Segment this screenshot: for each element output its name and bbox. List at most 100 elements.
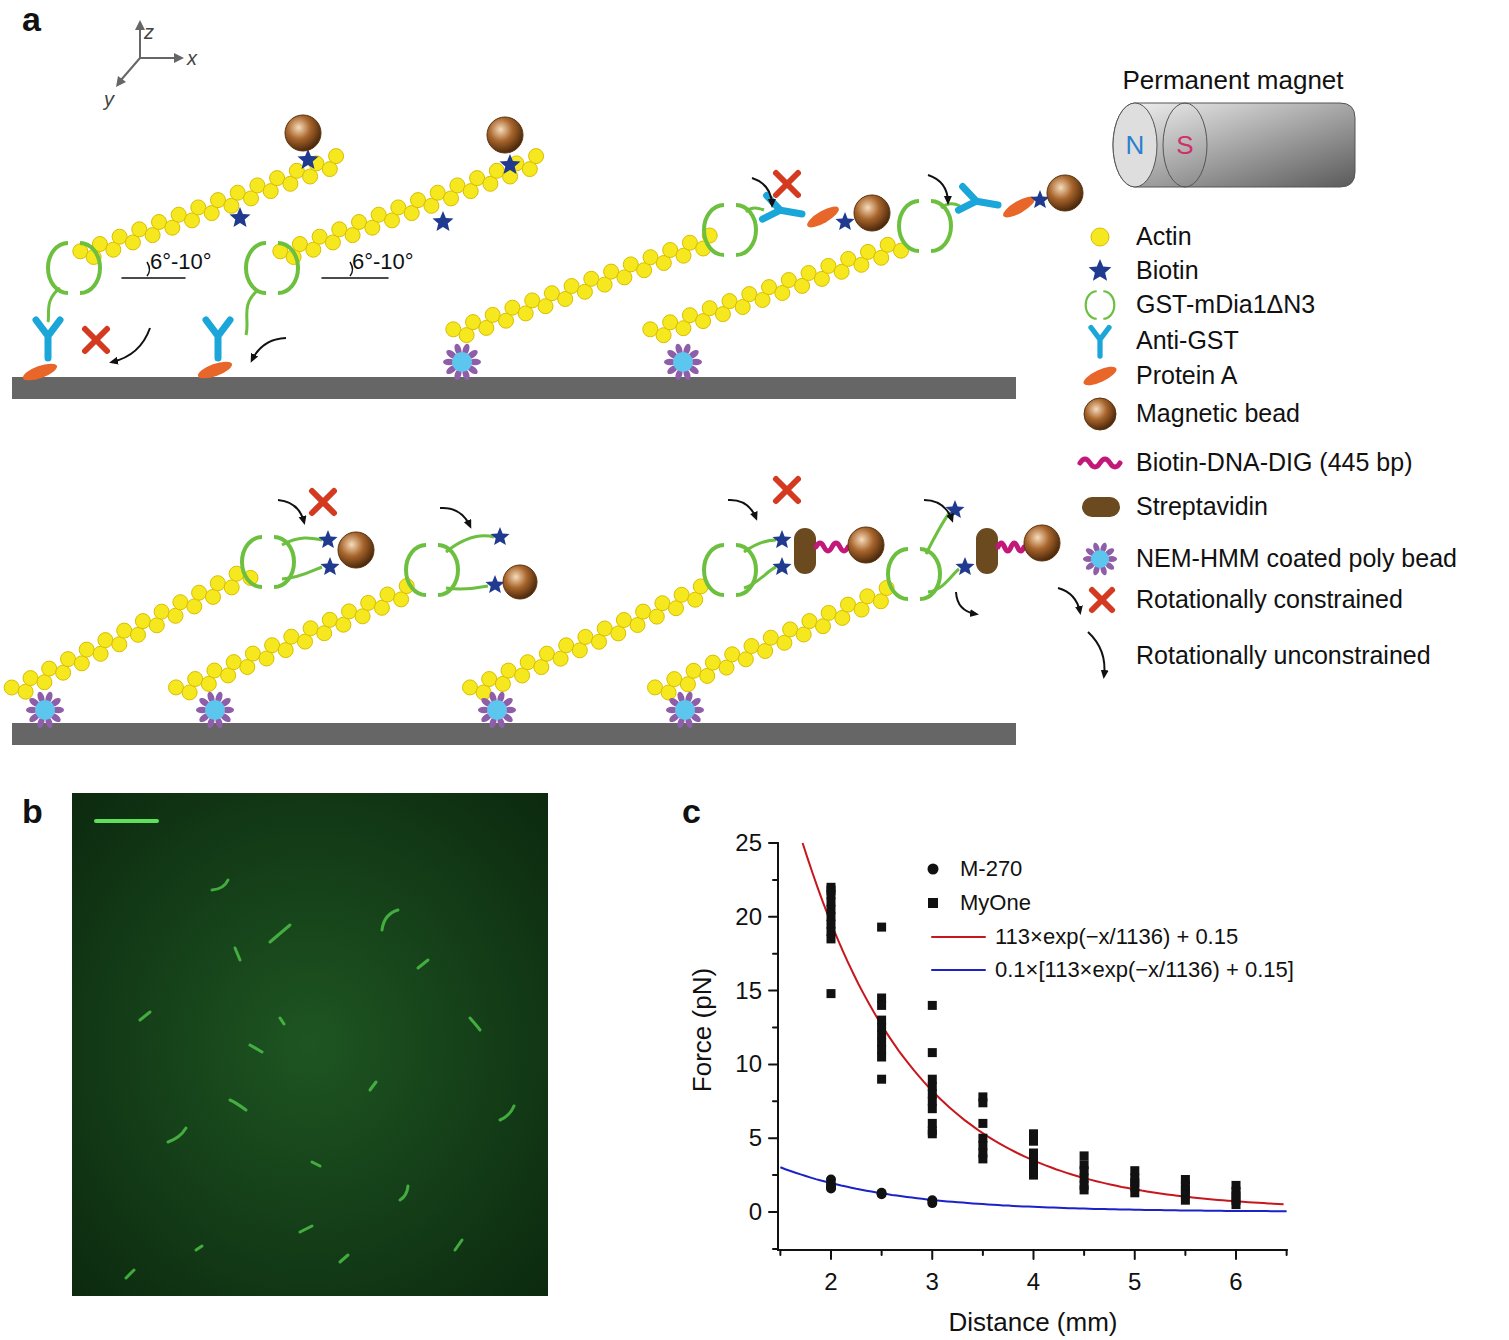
formin-ring bbox=[899, 201, 951, 251]
myone-point bbox=[978, 1098, 987, 1107]
antibody bbox=[1091, 328, 1109, 357]
actin-subunit bbox=[777, 635, 792, 650]
red-cross bbox=[776, 173, 798, 195]
actin-subunit bbox=[74, 656, 89, 671]
x-tick bbox=[1184, 1250, 1186, 1255]
legend-text: Rotationally unconstrained bbox=[1136, 642, 1431, 670]
actin-subunit bbox=[470, 171, 485, 186]
formin-linker bbox=[744, 540, 776, 552]
legend-text: Actin bbox=[1136, 223, 1192, 251]
filament-streak bbox=[250, 1045, 262, 1052]
myone-point bbox=[928, 1001, 937, 1010]
rotation-arrow bbox=[278, 500, 304, 522]
actin-subunit bbox=[630, 618, 645, 633]
actin-subunit bbox=[312, 229, 327, 244]
actin-subunit bbox=[604, 264, 619, 279]
actin-subunit bbox=[758, 644, 773, 659]
actin-subunit bbox=[270, 171, 285, 186]
magnetic-bead bbox=[1024, 525, 1060, 561]
actin-subunit bbox=[446, 322, 461, 337]
tick-label: 20 bbox=[735, 904, 762, 930]
actin-subunit bbox=[250, 178, 265, 193]
rotation-arrow bbox=[928, 175, 948, 202]
y-tick bbox=[769, 1211, 778, 1213]
protein-a bbox=[1081, 363, 1119, 389]
actin-subunit bbox=[623, 257, 638, 272]
actin-subunit bbox=[873, 594, 888, 609]
actin-subunit bbox=[201, 676, 216, 691]
formin-linker bbox=[446, 536, 494, 552]
legend-line bbox=[932, 936, 985, 938]
legend-text: Biotin bbox=[1136, 257, 1199, 285]
actin-subunit bbox=[663, 315, 678, 330]
formin-ring bbox=[48, 243, 100, 293]
actin-subunit bbox=[4, 680, 19, 695]
legend-line bbox=[932, 969, 985, 971]
actin-subunit bbox=[173, 595, 188, 610]
actin-subunit bbox=[649, 609, 664, 624]
filament-streak bbox=[312, 1162, 320, 1166]
tick-label: 5 bbox=[1128, 1269, 1141, 1295]
red-cross bbox=[776, 479, 798, 501]
x-tick bbox=[779, 1250, 781, 1255]
axis-head bbox=[116, 76, 126, 87]
poly-bead bbox=[35, 700, 55, 720]
y-tick bbox=[773, 1027, 778, 1029]
biotin-star bbox=[486, 575, 505, 593]
legend-text: M-270 bbox=[960, 857, 1022, 881]
actin-subunit bbox=[430, 185, 445, 200]
magnet: Permanent magnetNS bbox=[1105, 60, 1365, 195]
actin-subunit bbox=[284, 629, 299, 644]
filament-streak bbox=[280, 1018, 284, 1024]
actin-subunit bbox=[680, 677, 695, 692]
actin-subunit bbox=[738, 652, 753, 667]
angle-line bbox=[122, 277, 185, 279]
actin-subunit bbox=[835, 610, 850, 625]
actin-subunit bbox=[336, 617, 351, 632]
dna-tether bbox=[998, 543, 1024, 551]
biotin-star bbox=[946, 500, 965, 518]
biotin-star bbox=[491, 527, 510, 545]
myone-point bbox=[877, 923, 886, 932]
filament-streak bbox=[340, 1255, 348, 1262]
legend-actin bbox=[1091, 228, 1109, 246]
filament-streak bbox=[140, 1012, 150, 1020]
myone-point bbox=[827, 886, 836, 895]
angle-label: 6°-10° bbox=[150, 250, 212, 274]
red-cross bbox=[85, 329, 107, 351]
axis-name: y bbox=[104, 88, 114, 110]
actin-subunit bbox=[719, 660, 734, 675]
actin-subunit bbox=[705, 655, 720, 670]
formin-linker bbox=[446, 586, 488, 589]
surface bbox=[12, 377, 1016, 399]
actin-subunit bbox=[56, 665, 71, 680]
actin-subunit bbox=[655, 596, 670, 611]
actin-subunit bbox=[539, 646, 554, 661]
actin-subunit bbox=[648, 680, 663, 695]
actin-subunit bbox=[880, 237, 895, 252]
actin-subunit bbox=[245, 646, 260, 661]
anti-gst bbox=[958, 187, 1000, 217]
panel-letter: c bbox=[682, 793, 701, 830]
rotation-arrow bbox=[752, 178, 772, 205]
actin-subunit bbox=[686, 663, 701, 678]
pole-label: N bbox=[1126, 131, 1145, 160]
actin-subunit bbox=[860, 589, 875, 604]
x-tick bbox=[1235, 1250, 1237, 1259]
actin-subunit bbox=[667, 672, 682, 687]
actin-subunit bbox=[501, 663, 516, 678]
myone-point bbox=[978, 1154, 987, 1163]
antibody bbox=[36, 320, 60, 358]
legend-text: 113×exp(−x/1136) + 0.15 bbox=[995, 925, 1238, 949]
antibody bbox=[958, 187, 1000, 217]
filament-streak bbox=[370, 1082, 376, 1090]
biotin-star bbox=[1089, 259, 1112, 281]
actin-subunit bbox=[584, 271, 599, 286]
antibody bbox=[206, 320, 230, 358]
actin-subunit bbox=[329, 149, 344, 164]
rotation-arrow bbox=[728, 500, 756, 518]
biotin-star bbox=[956, 557, 975, 575]
actin-subunit bbox=[661, 685, 676, 700]
actin-subunit bbox=[495, 676, 510, 691]
actin-subunit bbox=[466, 315, 481, 330]
